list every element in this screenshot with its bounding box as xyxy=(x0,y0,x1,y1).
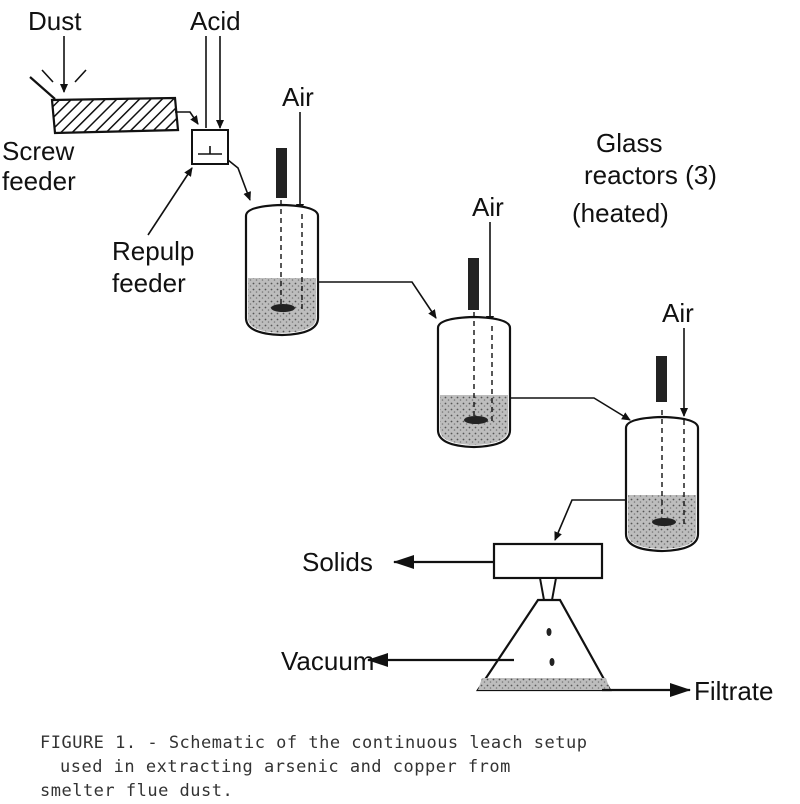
glass-reactors-label-line1: Glass xyxy=(596,128,662,158)
filter-funnel xyxy=(492,542,604,580)
discharge-arrow-to-filter xyxy=(554,499,626,541)
stirrer-motor-2 xyxy=(468,258,479,310)
solids-label: Solids xyxy=(302,547,373,577)
overflow-arrow-2-to-3 xyxy=(510,397,631,421)
repulp-feeder-label-line1: Repulp xyxy=(112,236,194,266)
figure-caption-line2: used in extracting arsenic and copper fr… xyxy=(60,757,511,777)
acid-feed-probe xyxy=(205,36,224,129)
screw-feeder xyxy=(29,76,199,135)
air-label-reactor-1: Air xyxy=(282,82,314,112)
glass-reactors-label-line2: reactors (3) xyxy=(584,160,717,190)
glass-reactor-3 xyxy=(624,328,700,553)
air-label-reactor-2: Air xyxy=(472,192,504,222)
figure-caption-line1: FIGURE 1. - Schematic of the continuous … xyxy=(40,733,587,753)
dust-label: Dust xyxy=(28,6,82,36)
filtrate-label: Filtrate xyxy=(694,676,773,706)
overflow-arrow-1-to-2 xyxy=(318,281,437,319)
screw-feeder-label-line2: feeder xyxy=(2,166,76,196)
repulp-feeder xyxy=(191,129,251,201)
repulp-feeder-label-line2: feeder xyxy=(112,268,186,298)
repulp-pointer-arrow xyxy=(147,167,193,236)
stirrer-motor-1 xyxy=(276,148,287,198)
glass-reactor-2 xyxy=(436,222,512,449)
vacuum-label: Vacuum xyxy=(281,646,374,676)
figure-caption-line3: smelter flue dust. xyxy=(40,781,233,801)
filter-flask xyxy=(475,598,612,692)
vacuum-filter xyxy=(475,542,612,692)
air-label-reactor-3: Air xyxy=(662,298,694,328)
screw-feeder-label-line1: Screw xyxy=(2,136,74,166)
glass-reactors-label-line3: (heated) xyxy=(572,198,669,228)
dust-inlet-arrow xyxy=(41,36,87,93)
glass-reactor-1 xyxy=(244,112,320,337)
acid-label: Acid xyxy=(190,6,241,36)
stirrer-motor-3 xyxy=(656,356,667,402)
